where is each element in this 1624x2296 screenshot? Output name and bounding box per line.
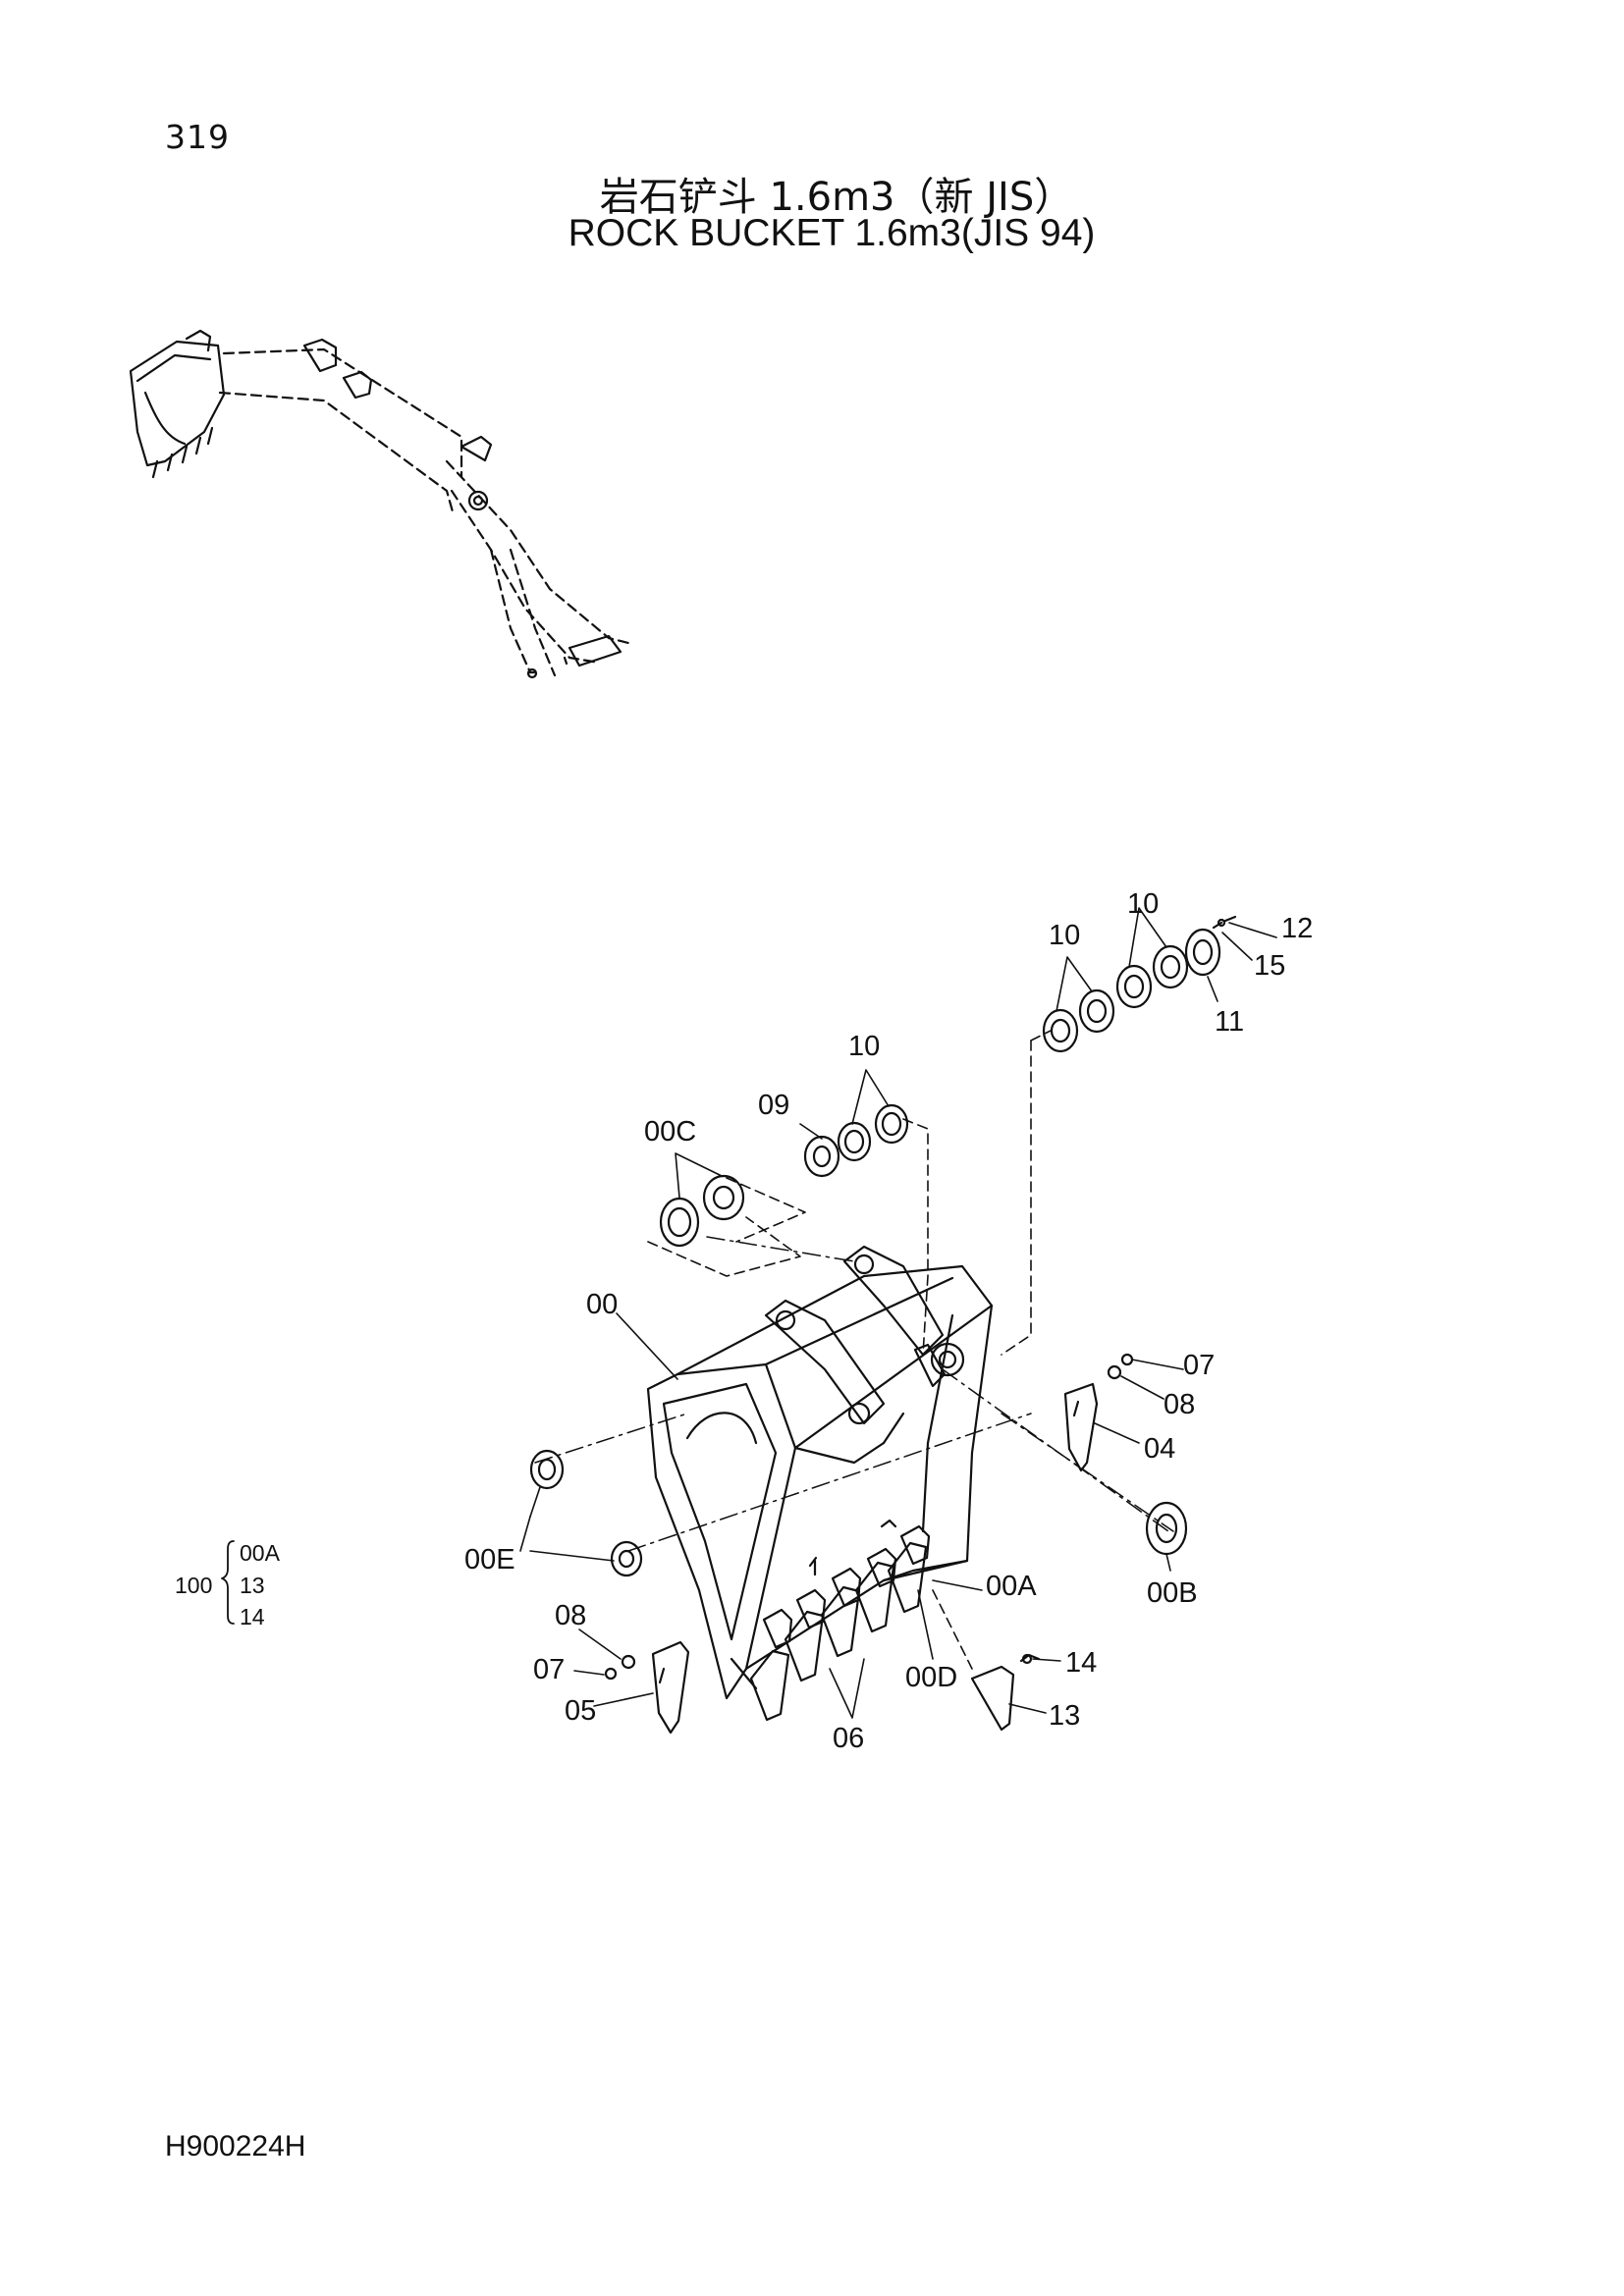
group-item: 13 [240, 1573, 265, 1598]
callout-14: 14 [1065, 1647, 1097, 1679]
title-english: ROCK BUCKET 1.6m3(JIS 94) [568, 212, 1096, 254]
callout-09: 09 [758, 1090, 789, 1121]
callout-10: 10 [1049, 920, 1080, 951]
callout-12: 12 [1281, 913, 1313, 944]
callout-05: 05 [565, 1695, 596, 1727]
callout-00C: 00C [644, 1116, 696, 1148]
callout-00B: 00B [1147, 1577, 1198, 1609]
callout-07: 07 [1183, 1350, 1215, 1381]
callout-08: 08 [1164, 1389, 1195, 1420]
group-bracket [221, 1540, 235, 1625]
group-item: 00A [240, 1540, 281, 1566]
callout-07: 07 [533, 1654, 565, 1685]
side-boss-parts [519, 1449, 643, 1577]
callout-00D: 00D [905, 1662, 957, 1693]
callout-08: 08 [555, 1600, 586, 1631]
bucket-body [534, 1236, 1174, 1722]
group-number: 100 [175, 1573, 212, 1598]
page-number: 319 [165, 118, 230, 156]
callout-15: 15 [1254, 950, 1285, 982]
callout-10: 10 [1127, 888, 1159, 920]
callout-06: 06 [833, 1723, 864, 1754]
callout-10: 10 [848, 1031, 880, 1062]
drawing-code: H900224H [165, 2130, 306, 2163]
callout-11: 11 [1215, 1006, 1244, 1038]
callout-00: 00 [586, 1289, 618, 1320]
replacement-tooth-parts [616, 1312, 1061, 1732]
right-side-parts [1063, 1353, 1188, 1572]
left-side-cutter-parts [573, 1629, 690, 1735]
callout-00A: 00A [986, 1571, 1037, 1602]
callout-04: 04 [1144, 1433, 1175, 1465]
callout-00E: 00E [464, 1544, 515, 1575]
upper-pin-parts [647, 1030, 1052, 1356]
machine-locator-sketch [129, 329, 630, 679]
right-shim-stack [1042, 907, 1277, 1053]
callout-13: 13 [1049, 1700, 1080, 1732]
group-item: 14 [240, 1604, 265, 1629]
title-chinese: 岩石铲斗 1.6m3（新 JIS） [599, 175, 1074, 220]
